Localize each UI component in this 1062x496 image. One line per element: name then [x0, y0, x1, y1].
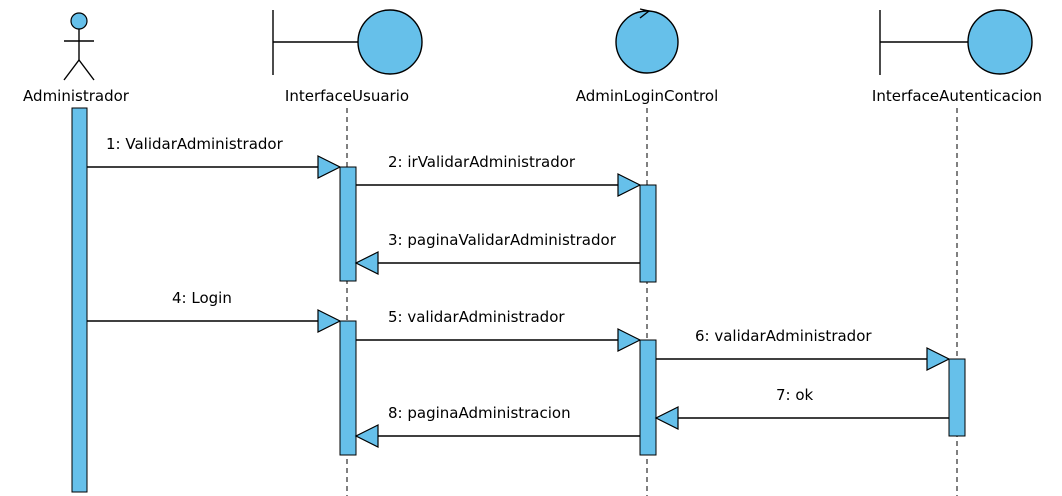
activation-bar: [339, 320, 357, 456]
message-arrow: [356, 173, 642, 197]
activation-bar: [639, 184, 657, 283]
activation-bar: [639, 339, 657, 456]
message-label: 7: ok: [776, 386, 814, 404]
actor-icon: [63, 12, 95, 81]
message-label: 8: paginaAdministracion: [388, 404, 571, 422]
participant-label-admin-login-control: AdminLoginControl: [576, 87, 719, 105]
message-label: 4: Login: [172, 289, 232, 307]
message-label: 6: validarAdministrador: [695, 327, 872, 345]
message-arrow: [87, 155, 342, 179]
participant-label-interface-autenticacion: InterfaceAutenticacion: [872, 87, 1042, 105]
activation-bar: [948, 358, 966, 437]
message-arrow: [87, 309, 342, 333]
message-arrow: [354, 251, 640, 275]
control-icon: [615, 8, 679, 74]
message-label: 2: irValidarAdministrador: [388, 153, 576, 171]
message-label: 1: ValidarAdministrador: [106, 135, 284, 153]
participant-label-administrador: Administrador: [23, 87, 130, 105]
boundary-icon: [272, 9, 423, 75]
message-arrow: [656, 347, 951, 371]
message-arrow: [354, 424, 640, 448]
activation-bar: [71, 107, 88, 493]
message-label: 5: validarAdministrador: [388, 308, 565, 326]
participant-label-interface-usuario: InterfaceUsuario: [285, 87, 409, 105]
message-arrow: [654, 406, 949, 430]
boundary-icon: [879, 9, 1033, 75]
message-label: 3: paginaValidarAdministrador: [388, 231, 617, 249]
message-arrow: [356, 328, 642, 352]
activation-bar: [339, 166, 357, 282]
